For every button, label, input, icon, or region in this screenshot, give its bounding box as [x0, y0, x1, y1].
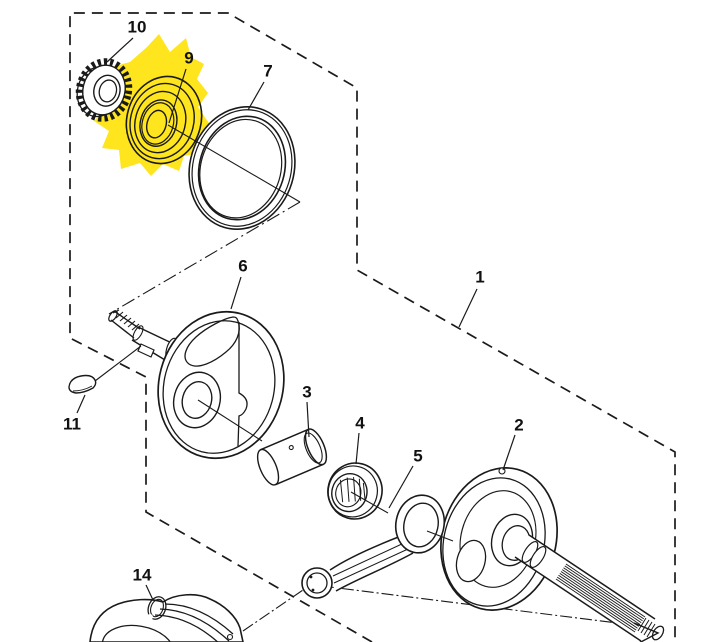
part-5-connecting-rod — [301, 494, 446, 599]
part-3-crank-pin — [256, 428, 328, 486]
part-4-big-end-bearing — [327, 462, 383, 520]
part-callout-4: 4 — [355, 414, 365, 433]
callouts-layer: 1 2 3 4 5 6 7 9 10 11 14 — [63, 18, 524, 601]
piston — [89, 593, 244, 642]
axis-chevron — [633, 622, 660, 642]
part-9-rotor-pulley — [125, 75, 203, 165]
part-callout-7: 7 — [263, 62, 272, 81]
assembly-line-hole-to-pin — [197, 399, 263, 442]
callout-leader-6 — [230, 276, 242, 310]
assembly-boundary-dashed — [69, 12, 676, 642]
part-10-gear — [75, 58, 133, 122]
part-14-circlip — [147, 596, 167, 620]
callout-leader-11 — [76, 394, 86, 414]
part-callout-3: 3 — [302, 383, 311, 402]
callout-leader-2 — [502, 434, 516, 471]
part-11-woodruff-key — [68, 345, 142, 394]
part-callout-11: 11 — [63, 415, 81, 434]
callout-leader-4 — [355, 432, 360, 465]
assembly-axis-piston — [242, 589, 660, 642]
assembly-axis-line-top — [108, 124, 301, 315]
part-callout-10: 10 — [128, 18, 147, 37]
callout-leader-3 — [306, 401, 310, 438]
callout-leader-7 — [247, 81, 265, 111]
part-callout-1: 1 — [475, 268, 484, 287]
part-6-crankshaft-left — [108, 309, 285, 460]
part-callout-6: 6 — [238, 257, 247, 276]
assembly-line-bearing-to-rod — [350, 491, 389, 514]
callout-leader-9 — [168, 68, 187, 124]
callout-leader-10 — [106, 37, 134, 63]
callout-leader-14 — [145, 584, 154, 601]
part-callout-9: 9 — [184, 49, 193, 68]
callout-leader-1 — [458, 288, 478, 328]
callout-leader-5 — [388, 465, 414, 509]
part-2-crankshaft-right — [440, 467, 665, 642]
part-callout-5: 5 — [413, 447, 422, 466]
part-callout-2: 2 — [514, 416, 523, 435]
part-callout-14: 14 — [133, 566, 152, 585]
assembly-line-rod-to-crank2 — [426, 530, 454, 542]
